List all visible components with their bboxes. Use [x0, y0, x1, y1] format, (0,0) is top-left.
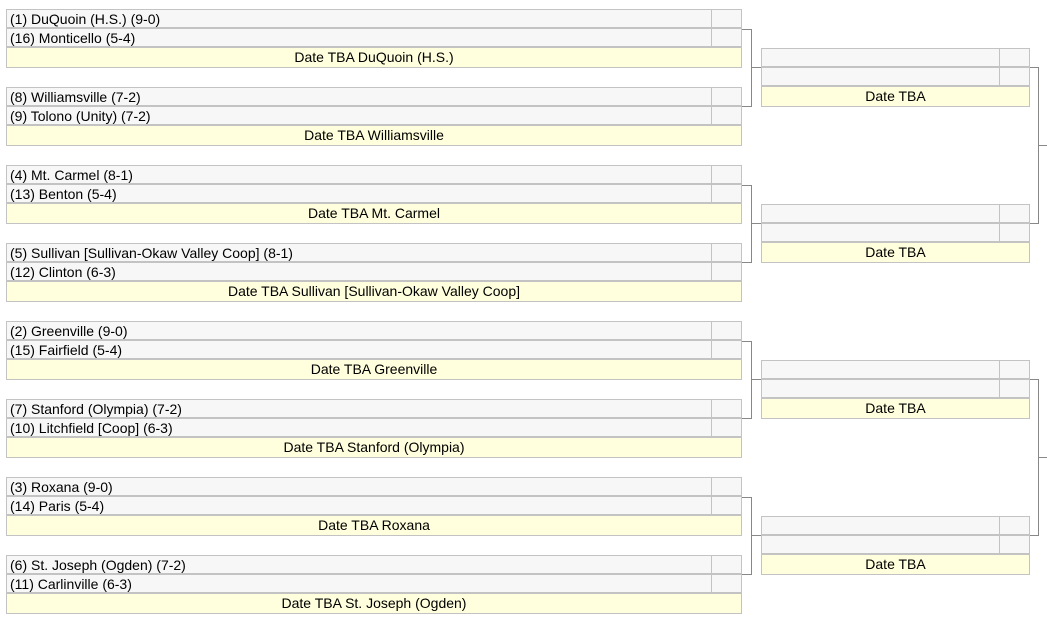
bracket-connector [742, 418, 752, 419]
score-cell [711, 478, 741, 495]
score-cell [999, 536, 1029, 553]
team-row[interactable]: (13) Benton (5-4) [6, 184, 742, 203]
team-row[interactable] [761, 204, 1030, 223]
score-cell [711, 575, 741, 592]
team-name: (14) Paris (5-4) [10, 498, 105, 514]
team-row[interactable]: (7) Stanford (Olympia) (7-2) [6, 399, 742, 418]
game-info: Date TBA [761, 398, 1030, 419]
team-row[interactable]: (11) Carlinville (6-3) [6, 574, 742, 593]
bracket-connector [1030, 67, 1039, 68]
score-cell [999, 361, 1029, 378]
bracket-connector [1030, 379, 1039, 380]
game-info: Date TBA [761, 554, 1030, 575]
team-name: (3) Roxana (9-0) [10, 479, 113, 495]
bracket-connector [1030, 223, 1039, 224]
team-name: (5) Sullivan [Sullivan-Okaw Valley Coop]… [10, 245, 293, 261]
game-info: Date TBA Roxana [6, 515, 742, 536]
score-cell [999, 224, 1029, 241]
team-row[interactable]: (6) St. Joseph (Ogden) (7-2) [6, 555, 742, 574]
team-name: (13) Benton (5-4) [10, 186, 117, 202]
team-name: (4) Mt. Carmel (8-1) [10, 167, 133, 183]
bracket-connector [751, 379, 761, 380]
bracket-connector [751, 29, 752, 107]
team-row[interactable]: (12) Clinton (6-3) [6, 262, 742, 281]
game-info: Date TBA DuQuoin (H.S.) [6, 47, 742, 68]
team-row[interactable]: (5) Sullivan [Sullivan-Okaw Valley Coop]… [6, 243, 742, 262]
score-cell [999, 68, 1029, 85]
game-info: Date TBA St. Joseph (Ogden) [6, 593, 742, 614]
team-name: (11) Carlinville (6-3) [10, 576, 132, 592]
team-row[interactable]: (14) Paris (5-4) [6, 496, 742, 515]
team-name: (16) Monticello (5-4) [10, 30, 136, 46]
score-cell [999, 49, 1029, 66]
team-row[interactable]: (9) Tolono (Unity) (7-2) [6, 106, 742, 125]
score-cell [711, 263, 741, 280]
score-cell [999, 517, 1029, 534]
team-row[interactable]: (3) Roxana (9-0) [6, 477, 742, 496]
score-cell [711, 341, 741, 358]
bracket-connector [742, 106, 752, 107]
team-row[interactable]: (4) Mt. Carmel (8-1) [6, 165, 742, 184]
game-info: Date TBA [761, 242, 1030, 263]
game-info: Date TBA [761, 86, 1030, 107]
team-name: (12) Clinton (6-3) [10, 264, 116, 280]
score-cell [711, 322, 741, 339]
score-cell [711, 556, 741, 573]
team-row[interactable] [761, 516, 1030, 535]
bracket-connector [751, 535, 761, 536]
bracket-connector [742, 497, 752, 498]
team-name: (7) Stanford (Olympia) (7-2) [10, 401, 182, 417]
bracket-connector [742, 341, 752, 342]
team-name: (8) Williamsville (7-2) [10, 89, 141, 105]
team-name: (6) St. Joseph (Ogden) (7-2) [10, 557, 186, 573]
score-cell [711, 244, 741, 261]
bracket-connector [1030, 535, 1039, 536]
score-cell [999, 380, 1029, 397]
bracket-connector [751, 341, 752, 419]
team-row[interactable]: (2) Greenville (9-0) [6, 321, 742, 340]
team-name: (9) Tolono (Unity) (7-2) [10, 108, 151, 124]
team-row[interactable]: (15) Fairfield (5-4) [6, 340, 742, 359]
score-cell [711, 10, 741, 27]
team-row[interactable] [761, 48, 1030, 67]
team-row[interactable]: (16) Monticello (5-4) [6, 28, 742, 47]
bracket-connector [751, 67, 761, 68]
bracket-connector [742, 29, 752, 30]
score-cell [999, 205, 1029, 222]
team-name: (15) Fairfield (5-4) [10, 342, 123, 358]
team-row[interactable] [761, 535, 1030, 554]
team-name: (10) Litchfield [Coop] (6-3) [10, 420, 173, 436]
team-row[interactable] [761, 67, 1030, 86]
game-info: Date TBA Sullivan [Sullivan-Okaw Valley … [6, 281, 742, 302]
bracket-connector [742, 262, 752, 263]
team-row[interactable]: (8) Williamsville (7-2) [6, 87, 742, 106]
game-info: Date TBA Mt. Carmel [6, 203, 742, 224]
team-row[interactable] [761, 360, 1030, 379]
bracket-connector [742, 185, 752, 186]
game-info: Date TBA Williamsville [6, 125, 742, 146]
bracket-connector [751, 185, 752, 263]
team-name: (1) DuQuoin (H.S.) (9-0) [10, 11, 161, 27]
game-info: Date TBA Greenville [6, 359, 742, 380]
score-cell [711, 419, 741, 436]
bracket-connector [742, 574, 752, 575]
bracket-connector [1038, 145, 1047, 146]
bracket-connector [751, 497, 752, 575]
team-name: (2) Greenville (9-0) [10, 323, 128, 339]
score-cell [711, 107, 741, 124]
bracket-connector [1038, 457, 1047, 458]
team-row[interactable]: (1) DuQuoin (H.S.) (9-0) [6, 9, 742, 28]
score-cell [711, 185, 741, 202]
bracket-connector [751, 223, 761, 224]
score-cell [711, 166, 741, 183]
score-cell [711, 400, 741, 417]
team-row[interactable]: (10) Litchfield [Coop] (6-3) [6, 418, 742, 437]
score-cell [711, 29, 741, 46]
team-row[interactable] [761, 379, 1030, 398]
score-cell [711, 88, 741, 105]
team-row[interactable] [761, 223, 1030, 242]
game-info: Date TBA Stanford (Olympia) [6, 437, 742, 458]
score-cell [711, 497, 741, 514]
